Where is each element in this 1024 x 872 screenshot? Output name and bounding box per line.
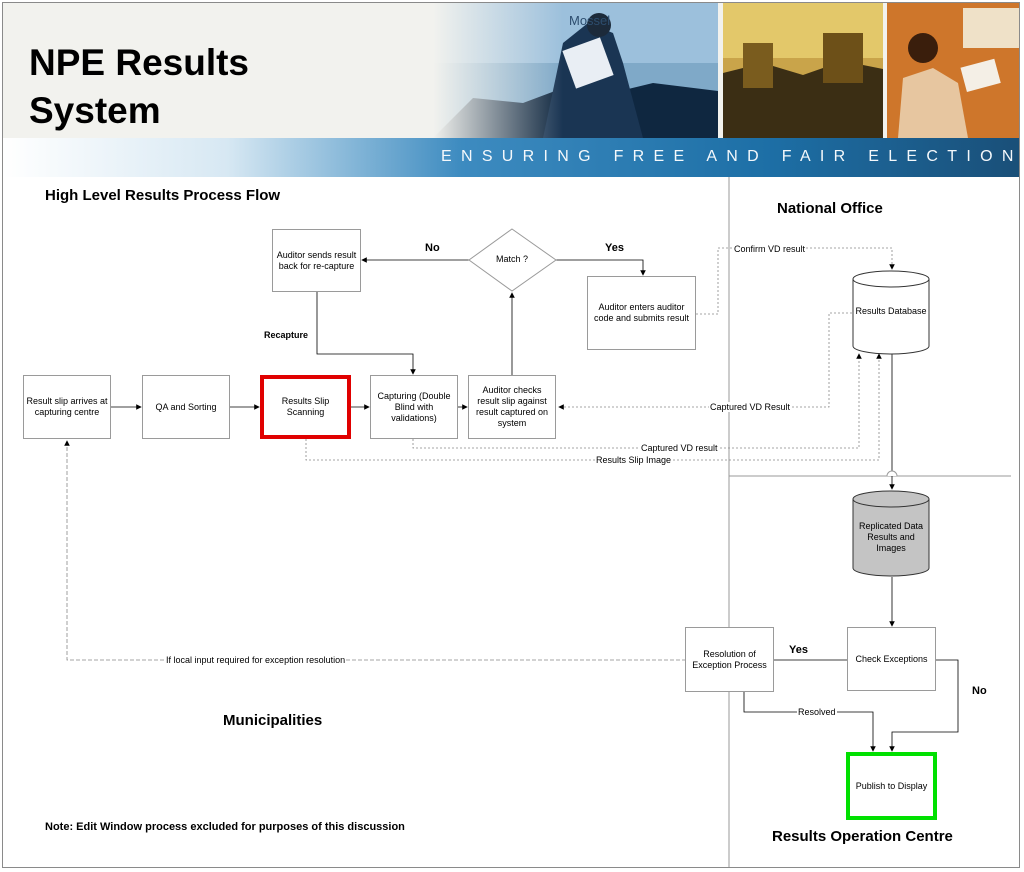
node-results-slip-scanning: Results Slip Scanning: [260, 375, 351, 439]
tagline: ENSURING FREE AND FAIR ELECTIONS: [441, 148, 1020, 165]
tagline-band: [3, 138, 1019, 177]
edge-label-confirm-vd: Confirm VD result: [733, 244, 807, 254]
page-title-line2: System: [29, 90, 161, 131]
edge-label-yes-exceptions: Yes: [789, 644, 808, 656]
node-capturing: Capturing (Double Blind with validations…: [370, 375, 458, 439]
replicated-data-cylinder: [852, 490, 930, 577]
flow-title: High Level Results Process Flow: [45, 187, 281, 204]
node-label: Auditor sends result back for re-capture: [276, 249, 357, 271]
edge-label-results-slip-image: Results Slip Image: [595, 455, 673, 465]
national-office-title: National Office: [777, 200, 883, 217]
edge-label-no-match: No: [425, 242, 440, 254]
node-label: Resolution of Exception Process: [692, 648, 767, 670]
match-decision-diamond: [468, 228, 557, 292]
node-label: Result slip arrives at capturing centre: [26, 396, 108, 417]
edge-label-local-input: If local input required for exception re…: [165, 655, 347, 665]
node-label: Auditor enters auditor code and submits …: [593, 302, 690, 323]
edge-label-captured-vd-lower: Captured VD result: [640, 443, 719, 453]
results-database-cylinder: [852, 270, 930, 355]
footnote: Note: Edit Window process excluded for p…: [45, 821, 405, 833]
node-label: Publish to Display: [855, 780, 928, 791]
node-publish-display: Publish to Display: [846, 752, 937, 820]
node-auditor-sends-back: Auditor sends result back for re-capture: [272, 229, 361, 292]
node-label: QA and Sorting: [155, 401, 217, 412]
replicated-data-label: Replicated Data Results and Images: [858, 521, 924, 553]
results-database-label: Results Database: [855, 306, 927, 316]
edge-label-yes-match: Yes: [605, 242, 624, 254]
node-auditor-checks: Auditor checks result slip against resul…: [468, 375, 556, 439]
edge-label-resolved: Resolved: [797, 707, 837, 717]
edge-label-recapture: Recapture: [264, 330, 309, 340]
node-resolution-exception: Resolution of Exception Process: [685, 627, 774, 692]
node-qa-sorting: QA and Sorting: [142, 375, 230, 439]
match-label: Match ?: [495, 254, 528, 264]
node-label: Auditor checks result slip against resul…: [475, 385, 549, 428]
node-check-exceptions: Check Exceptions: [847, 627, 936, 691]
page-title-line1: NPE Results: [29, 42, 250, 83]
page-title: NPE Results System: [29, 39, 249, 135]
photo-sign-text: Mossel: [569, 13, 610, 28]
flow-connectors: [64, 177, 1011, 867]
edge-label-no-exceptions: No: [972, 685, 987, 697]
results-operation-centre-title: Results Operation Centre: [772, 828, 953, 845]
node-result-slip-arrives: Result slip arrives at capturing centre: [23, 375, 111, 439]
edge-label-captured-vd-upper: Captured VD Result: [709, 402, 792, 412]
node-label: Results Slip Scanning: [281, 396, 330, 417]
header-banner: Mossel NPE Results System ENSURING FREE …: [3, 3, 1020, 177]
node-auditor-enters-code: Auditor enters auditor code and submits …: [587, 276, 696, 350]
header-photo-collage: Mossel: [433, 3, 1019, 138]
node-label: Capturing (Double Blind with validations…: [377, 390, 451, 423]
municipalities-title: Municipalities: [223, 712, 323, 729]
node-label: Check Exceptions: [855, 653, 928, 664]
